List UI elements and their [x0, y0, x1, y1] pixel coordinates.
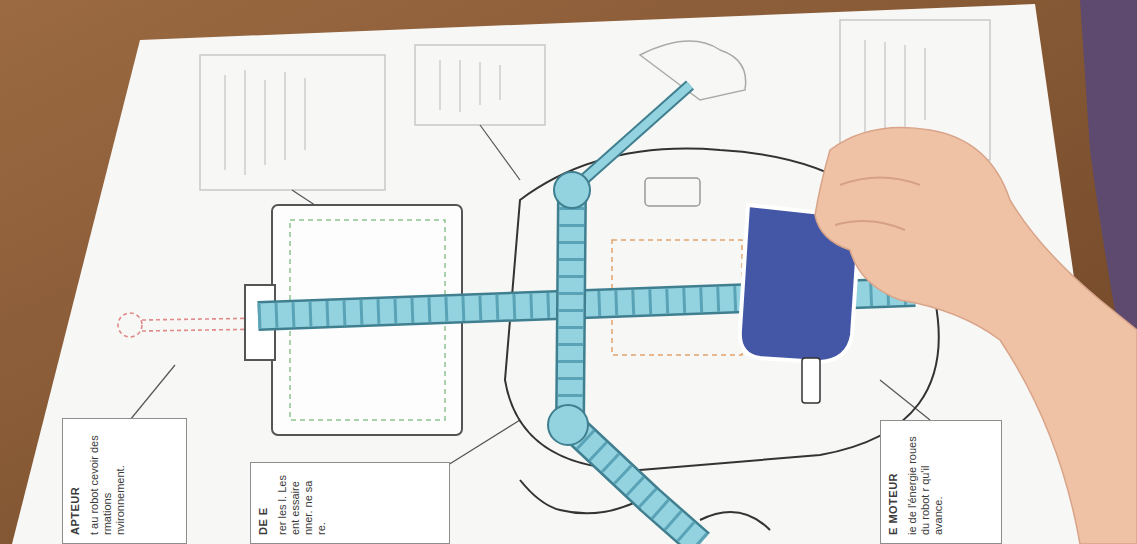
box-heading: APTEUR: [69, 427, 82, 535]
text-box: E MOTEUR ie de l'énergie roues du robot r…: [880, 420, 1002, 544]
arm-joint: [548, 405, 588, 445]
child-hand: [815, 128, 1137, 544]
robot-hand: [640, 41, 746, 100]
robot-wheel: [700, 512, 770, 530]
text-box: DE E rer les l. Les ent essaire nner. ne …: [250, 462, 450, 544]
box-body: t au robot cevoir des rmations nvironnem…: [88, 427, 127, 535]
note-box: [200, 55, 385, 190]
finger-crease: [835, 178, 920, 231]
robot-detail: [645, 178, 700, 206]
box-body: rer les l. Les ent essaire nner. ne sa r…: [276, 471, 328, 535]
box-heading: E MOTEUR: [887, 429, 900, 535]
arm-joint: [554, 172, 590, 208]
illegible-text: [225, 40, 925, 175]
leader-line: [130, 125, 930, 470]
box-body: ie de l'énergie roues du robot r qu'il a…: [906, 429, 945, 535]
text-box: APTEUR t au robot cevoir des rmations nvi…: [62, 418, 187, 544]
note-box: [415, 45, 545, 125]
box-heading: DE E: [257, 471, 270, 535]
